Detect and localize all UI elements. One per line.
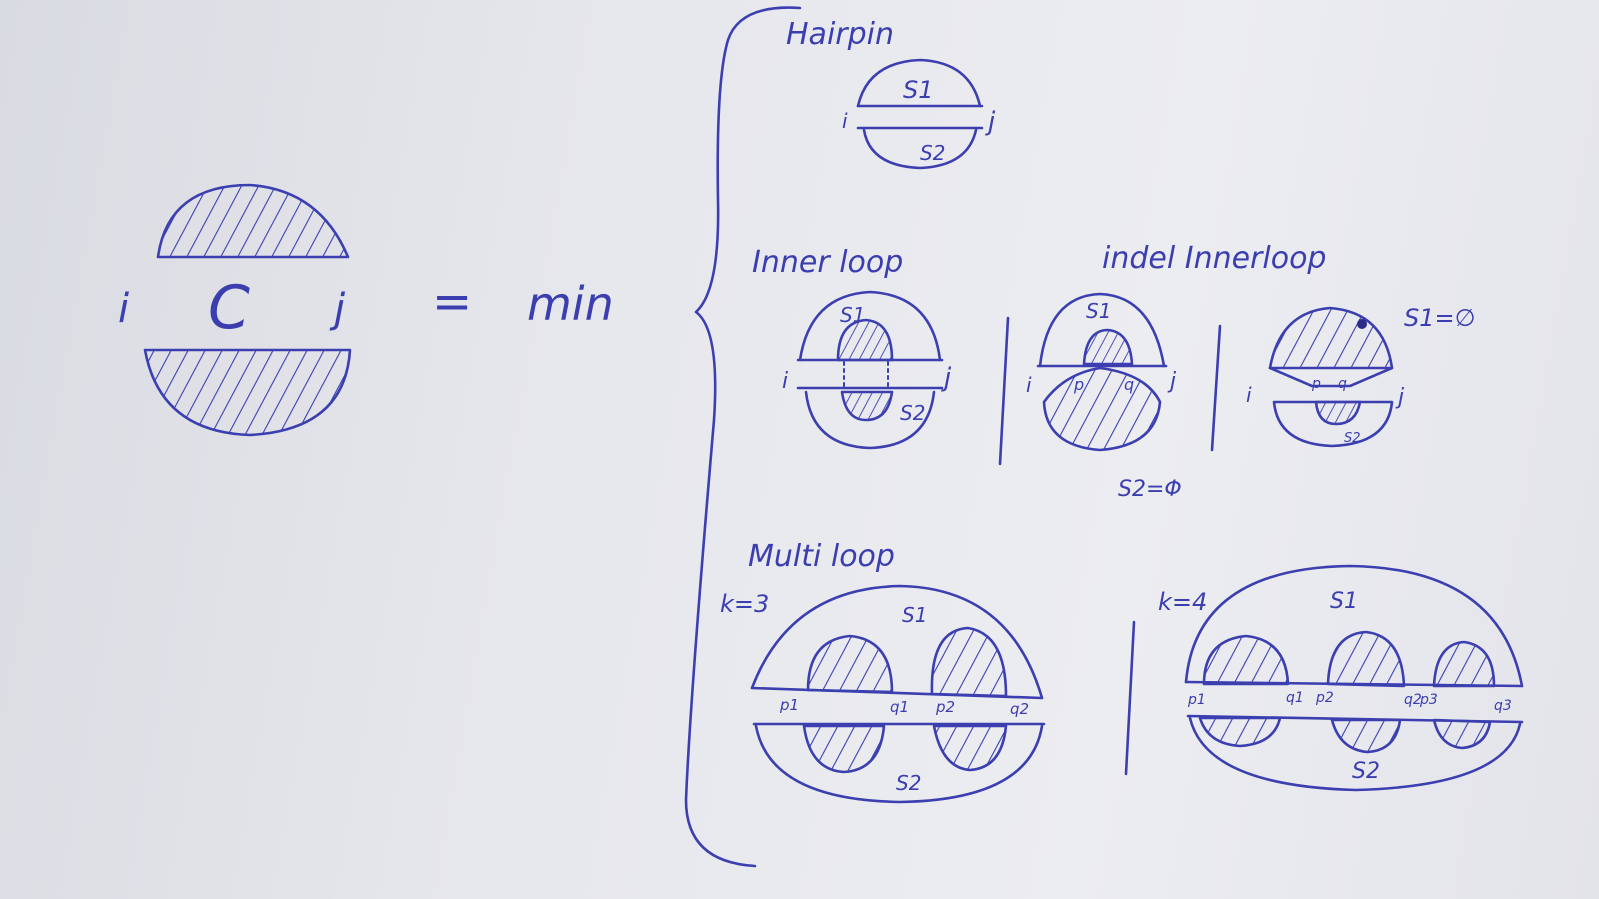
curly-brace: [684, 6, 802, 868]
inner-s1: S1: [840, 303, 865, 327]
indel-title: indel Innerloop: [1102, 241, 1326, 276]
eq-i-label: i: [118, 286, 129, 332]
k3-s2: S2: [896, 771, 921, 795]
k4-q3: q3: [1494, 698, 1512, 714]
indel-left-top-arc: [1038, 292, 1166, 368]
k3-p2: p2: [935, 698, 955, 716]
k4-p1: p1: [1187, 692, 1206, 708]
inner-s2: S2: [900, 401, 925, 425]
k4-top-stem-2: [1326, 630, 1406, 688]
multi-loop-k4-group: k=4 S1 S2 p1 q1 p2 q2 p3 q3: [1158, 564, 1524, 792]
indel-right-j: j: [1395, 385, 1405, 410]
indel-left-top-stem: [1082, 328, 1134, 366]
k3-top-stem-2: [930, 626, 1008, 698]
eq-c-label: C: [208, 273, 250, 343]
separator-3: [1124, 620, 1136, 776]
eq-j-label: j: [329, 286, 346, 332]
inner-top-stem: [836, 318, 894, 362]
k3-top-arc: [750, 584, 1044, 700]
inner-bottom-arc: [804, 390, 936, 450]
hairpin-i: i: [842, 109, 848, 133]
indel-right-star-dot: [1357, 319, 1367, 329]
indel-left-i: i: [1026, 373, 1032, 397]
indel-right-p: p: [1311, 376, 1321, 392]
k3-label: k=3: [720, 590, 769, 618]
indel-right-group: S1=∅ p q S2 i j: [1246, 304, 1476, 448]
k4-p2: p2: [1315, 690, 1334, 706]
equals-sign: =: [432, 274, 472, 330]
multi-loop-k3-group: Multi loop k=3 S1 S2 p1 q1 p2 q2: [720, 539, 1046, 804]
k4-top-stem-1: [1202, 634, 1290, 686]
indel-right-top-hatched: [1268, 306, 1394, 370]
k3-bottom-arc: [754, 724, 1044, 804]
k3-top-stem-1: [806, 634, 894, 694]
hairpin-group: Hairpin S1 S2 i j: [786, 17, 996, 170]
k4-p3: p3: [1419, 692, 1438, 708]
k4-top-arc: [1184, 564, 1524, 688]
hairpin-bottom-arc: [862, 128, 978, 170]
k3-q2: q2: [1010, 700, 1029, 718]
indel-right-bottom-arc: [1272, 400, 1394, 448]
k4-label: k=4: [1158, 588, 1207, 616]
indel-right-q: q: [1338, 376, 1347, 392]
min-operator: min: [527, 277, 614, 331]
indel-left-q: q: [1124, 375, 1134, 394]
separator-2: [1210, 324, 1222, 452]
inner-i: i: [782, 369, 788, 394]
k4-q2: q2: [1404, 692, 1422, 708]
k3-s1: S1: [902, 603, 927, 627]
k3-q1: q1: [890, 698, 909, 716]
k4-s2: S2: [1352, 759, 1380, 784]
hairpin-s2: S2: [920, 141, 945, 165]
k3-p1: p1: [779, 696, 799, 714]
equation-group: i C j = min: [118, 183, 614, 437]
indel-right-i: i: [1246, 383, 1252, 407]
indel-left-p: p: [1073, 375, 1084, 394]
k4-bottom-stem-2: [1330, 718, 1402, 754]
inner-top-arc: [798, 290, 942, 362]
inner-j: j: [941, 363, 952, 393]
indel-right-s1-empty: S1=∅: [1404, 304, 1476, 332]
hairpin-j: j: [985, 107, 996, 137]
k3-bottom-stem-1: [802, 724, 886, 774]
indel-right-s2: S2: [1344, 431, 1361, 446]
inner-bottom-stem: [840, 390, 894, 422]
hairpin-s1: S1: [903, 76, 934, 104]
k4-top-stem-3: [1432, 640, 1496, 688]
k3-bottom-stem-2: [932, 724, 1008, 772]
hairpin-top-arc: [856, 58, 982, 108]
hairpin-title: Hairpin: [786, 17, 894, 52]
inner-loop-title: Inner loop: [752, 245, 903, 280]
top-hatched-half: [156, 183, 350, 259]
indel-right-bottom-stem: [1314, 400, 1362, 426]
k4-bottom-arc: [1188, 716, 1522, 792]
indel-left-s1: S1: [1086, 299, 1111, 323]
indel-left-group: indel Innerloop S1 p q i j S2=Φ: [1026, 241, 1326, 502]
k4-bottom-stem-1: [1198, 716, 1282, 748]
indel-left-s2-empty: S2=Φ: [1118, 477, 1182, 502]
k4-s1: S1: [1330, 589, 1358, 614]
bottom-hatched-half: [143, 348, 352, 437]
k4-bottom-stem-3: [1432, 718, 1492, 750]
separator-1: [998, 316, 1010, 466]
indel-right-wedge: [1268, 366, 1394, 388]
inner-loop-group: Inner loop S1 S2 i j: [752, 245, 952, 450]
multi-loop-title: Multi loop: [748, 539, 895, 574]
indel-left-bottom-hatched: [1042, 366, 1162, 452]
k4-q1: q1: [1286, 690, 1304, 706]
indel-left-j: j: [1167, 369, 1177, 394]
